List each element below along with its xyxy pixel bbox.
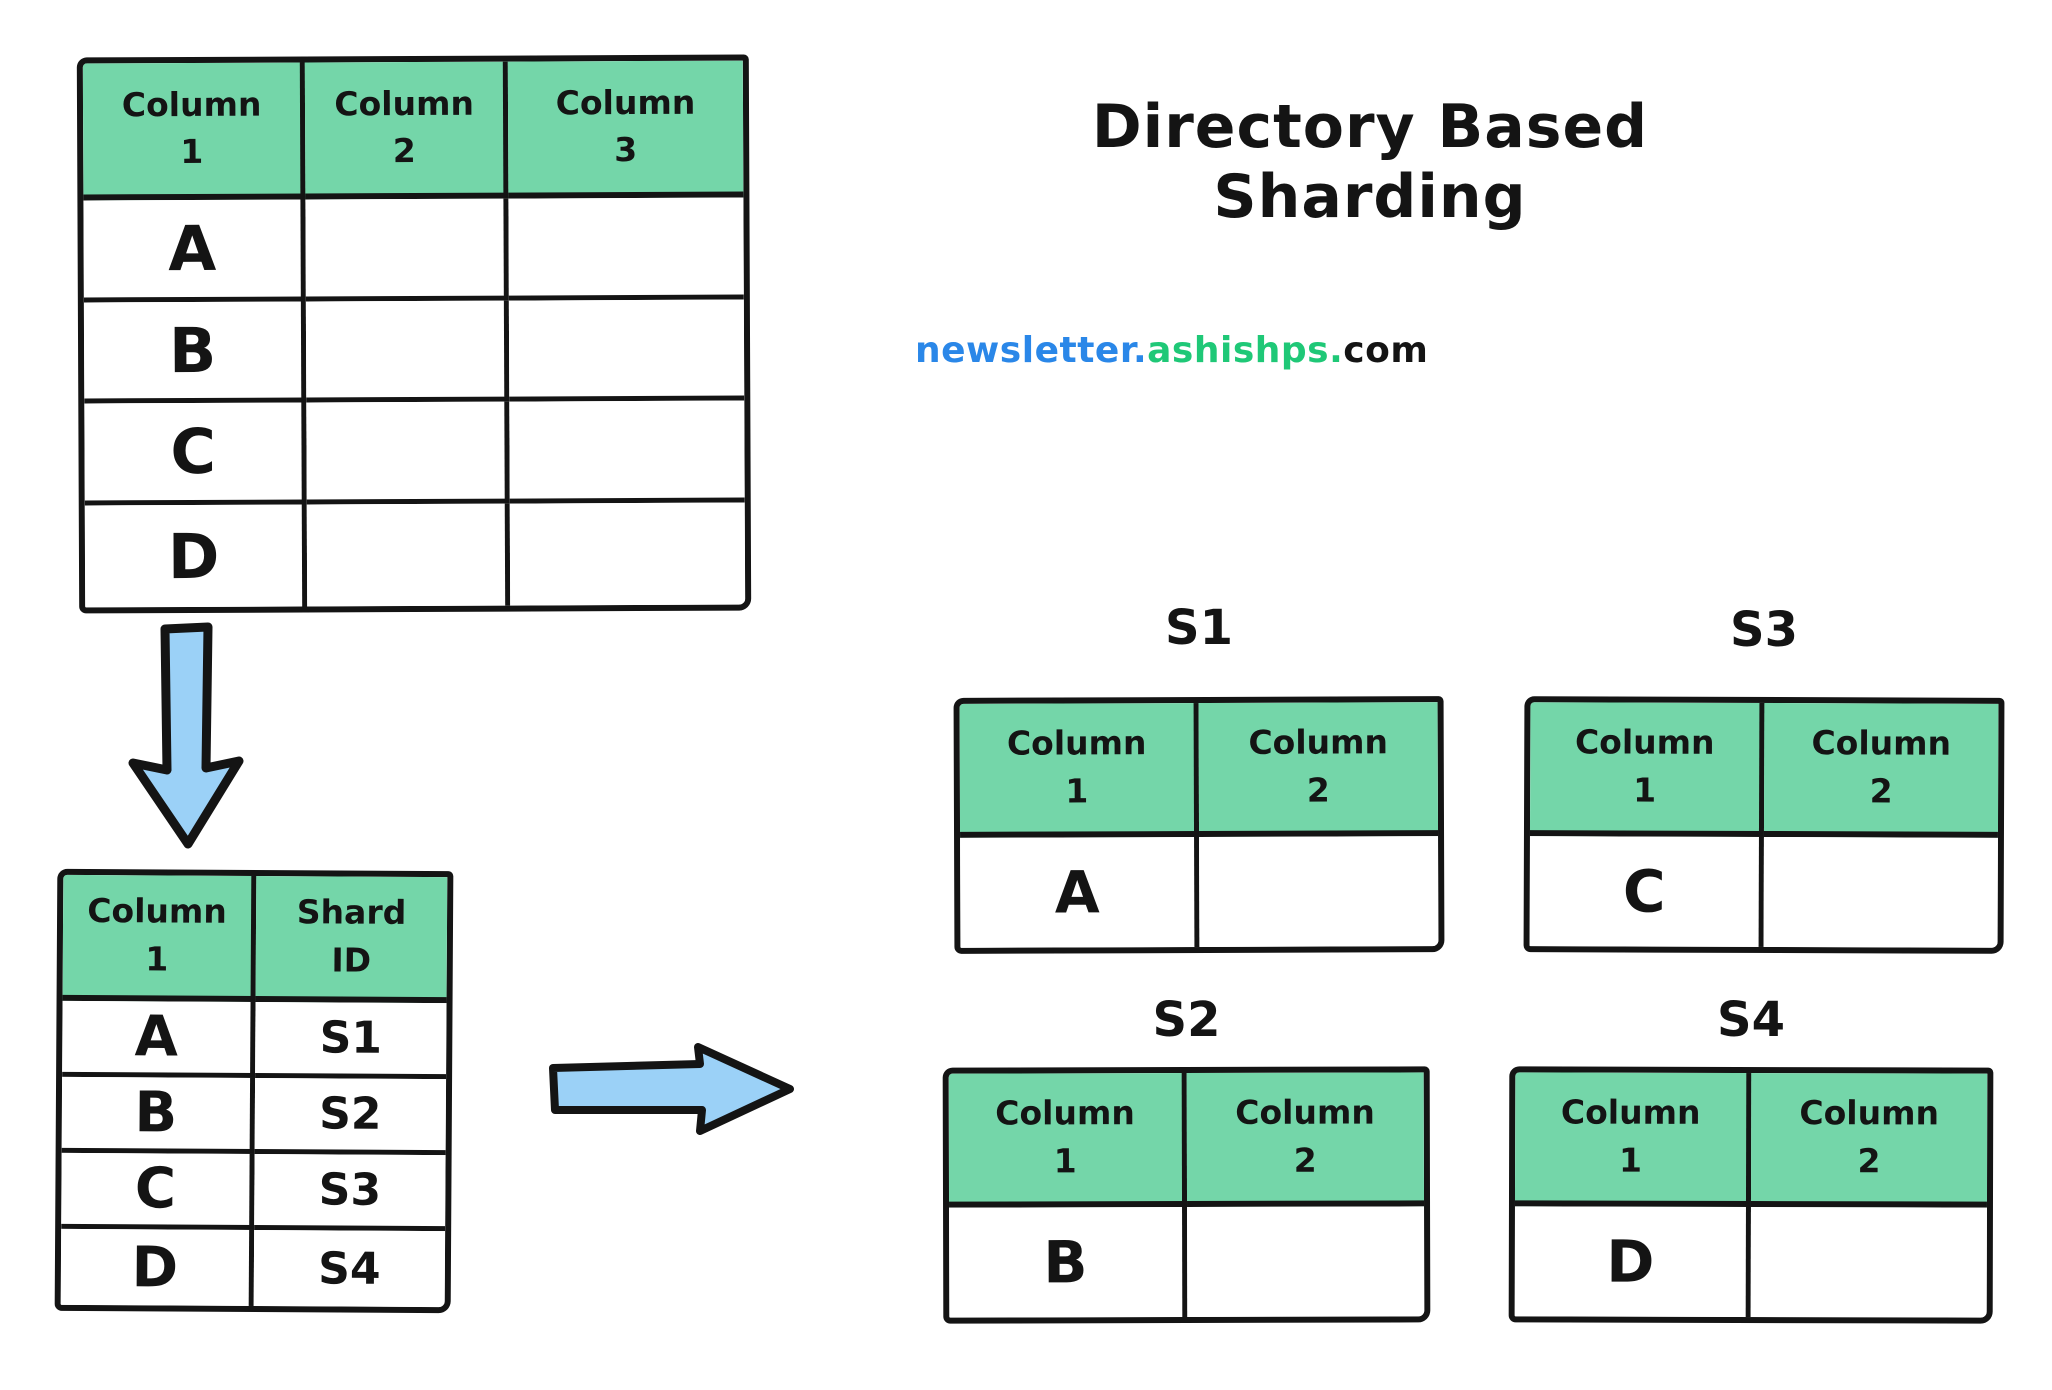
shard-cell [1186,1206,1425,1317]
source-table-cell: A [83,199,307,303]
source-table: Column 1 Column 2 Column 3 A B C D [76,54,752,614]
watermark-newsletter: newsletter. [915,330,1148,371]
shard-table-s1: Column 1 Column 2 A [953,696,1445,954]
directory-cell: D [60,1228,255,1307]
shard-table-s4: Column 1 Column 2 D [1508,1066,1994,1324]
shard-label-s3: S3 [1730,602,1798,658]
directory-cell: S2 [254,1078,447,1156]
directory-cell: S3 [254,1154,446,1232]
source-table-cell: C [84,402,308,506]
shard-header-cell: Column 1 [1529,702,1765,837]
shard-label-s2: S2 [1152,992,1221,1048]
shard-cell [1763,836,1998,948]
source-table-cell [509,401,745,504]
shard-header-cell: Column 2 [1198,702,1439,837]
watermark-ashishps: ashishps. [1147,330,1344,371]
source-table-cell [305,198,509,302]
shard-label-s4: S4 [1717,992,1785,1048]
page-title: Directory Based Sharding [1091,92,1649,232]
directory-header-cell: Column 1 [62,874,257,1003]
shard-header-cell: Column 1 [959,703,1200,838]
shard-header-cell: Column 2 [1186,1072,1425,1207]
source-table-header-cell: Column 3 [507,60,744,199]
source-table-cell [306,402,510,505]
source-table-cell [509,502,746,606]
shard-cell: B [949,1206,1187,1318]
directory-cell: C [61,1153,255,1231]
shard-cell [1750,1206,1987,1318]
watermark-com: com [1343,330,1429,371]
shard-cell: D [1514,1206,1751,1317]
shard-cell: C [1529,836,1764,947]
source-table-cell [306,300,510,403]
source-table-cell [307,503,511,607]
source-table-cell: B [83,301,307,404]
source-table-cell: D [84,504,308,608]
source-table-header-cell: Column 2 [305,61,509,200]
directory-cell: B [61,1077,256,1155]
shard-table-s3: Column 1 Column 2 C [1523,696,2005,954]
source-table-cell [508,299,745,403]
watermark: newsletter.ashishps.com [915,330,1428,371]
directory-cell: A [62,1001,256,1079]
directory-table: Column 1 Shard ID A S1 B S2 C S3 D S4 [54,868,454,1314]
shard-label-s1: S1 [1165,600,1233,656]
source-table-cell [508,197,744,301]
right-arrow-icon [549,1043,794,1135]
source-table-header-cell: Column 1 [82,62,306,201]
directory-cell: S4 [253,1230,446,1308]
shard-header-cell: Column 1 [1514,1072,1752,1207]
directory-cell: S1 [255,1002,447,1080]
shard-table-s2: Column 1 Column 2 B [942,1066,1431,1324]
shard-header-cell: Column 1 [948,1073,1187,1208]
directory-header-cell: Shard ID [255,876,448,1004]
shard-cell [1199,836,1439,947]
shard-header-cell: Column 2 [1750,1073,1988,1208]
shard-cell: A [960,836,1200,948]
down-arrow-icon [128,622,244,849]
shard-header-cell: Column 2 [1763,703,1999,838]
